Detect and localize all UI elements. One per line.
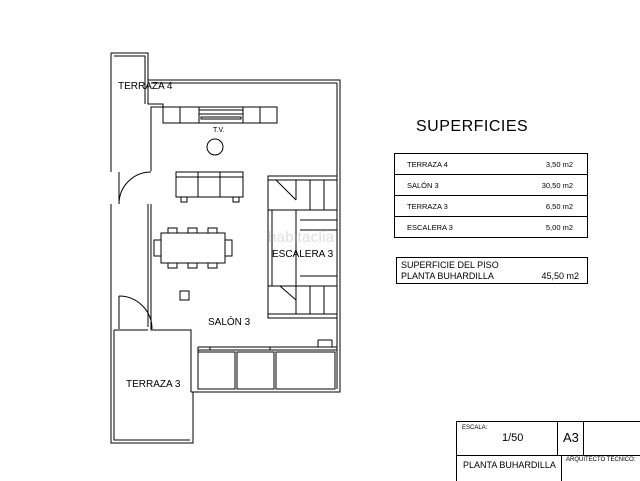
room-label-escalera3: ESCALERA 3 [272,249,334,260]
total-value: 45,50 m2 [541,271,579,281]
surface-room-value: 3,50 m2 [500,153,589,175]
arquitecto-label: ARQUITECTO TÉCNICO: [566,457,636,463]
dining-table-icon [160,232,226,264]
kitchen-counter [197,339,337,390]
staircase [267,175,338,319]
wall-terraza3 [110,322,194,444]
total-label-line2: PLANTA BUHARDILLA [401,271,494,281]
title-block: ESCALA: 1/50 A3 PLANTA BUHARDILLA ARQUIT… [456,421,640,481]
total-label-line1: SUPERFICIE DEL PISO [401,260,499,270]
escala-value: 1/50 [502,432,524,444]
surface-room-value: 5,00 m2 [500,216,589,238]
escala-label: ESCALA: [462,425,488,431]
tv-cabinet [162,106,278,124]
sofa-icon [175,171,244,198]
plan-name: PLANTA BUHARDILLA [463,460,556,470]
total-surface-box: SUPERFICIE DEL PISO PLANTA BUHARDILLA 45… [396,257,588,284]
surface-room-value: 30,50 m2 [500,174,589,196]
side-table-icon [179,290,190,301]
surface-room-name: TERRAZA 4 [394,153,501,175]
wall-left-lower [147,204,192,392]
room-label-terraza4: TERRAZA 4 [118,81,173,92]
superficies-title: SUPERFICIES [416,118,529,135]
door-terraza3 [118,295,153,330]
sheet-size: A3 [563,430,579,445]
surface-room-value: 6,50 m2 [500,195,589,217]
surface-room-name: SALÓN 3 [394,174,501,196]
wall-terraza4-inner [114,55,146,104]
surface-room-name: ESCALERA 3 [394,216,501,238]
chairs-icon [153,227,233,269]
tv-icon [198,109,244,115]
room-label-terraza3: TERRAZA 3 [126,379,181,390]
lamp-table-icon [206,138,224,156]
wall-main [147,79,341,393]
surface-room-name: TERRAZA 3 [394,195,501,217]
door-terraza4 [118,171,152,205]
room-label-salon3: SALÓN 3 [208,315,251,328]
tv-label: T.V. [213,127,224,134]
watermark: habitaclia [268,229,335,246]
